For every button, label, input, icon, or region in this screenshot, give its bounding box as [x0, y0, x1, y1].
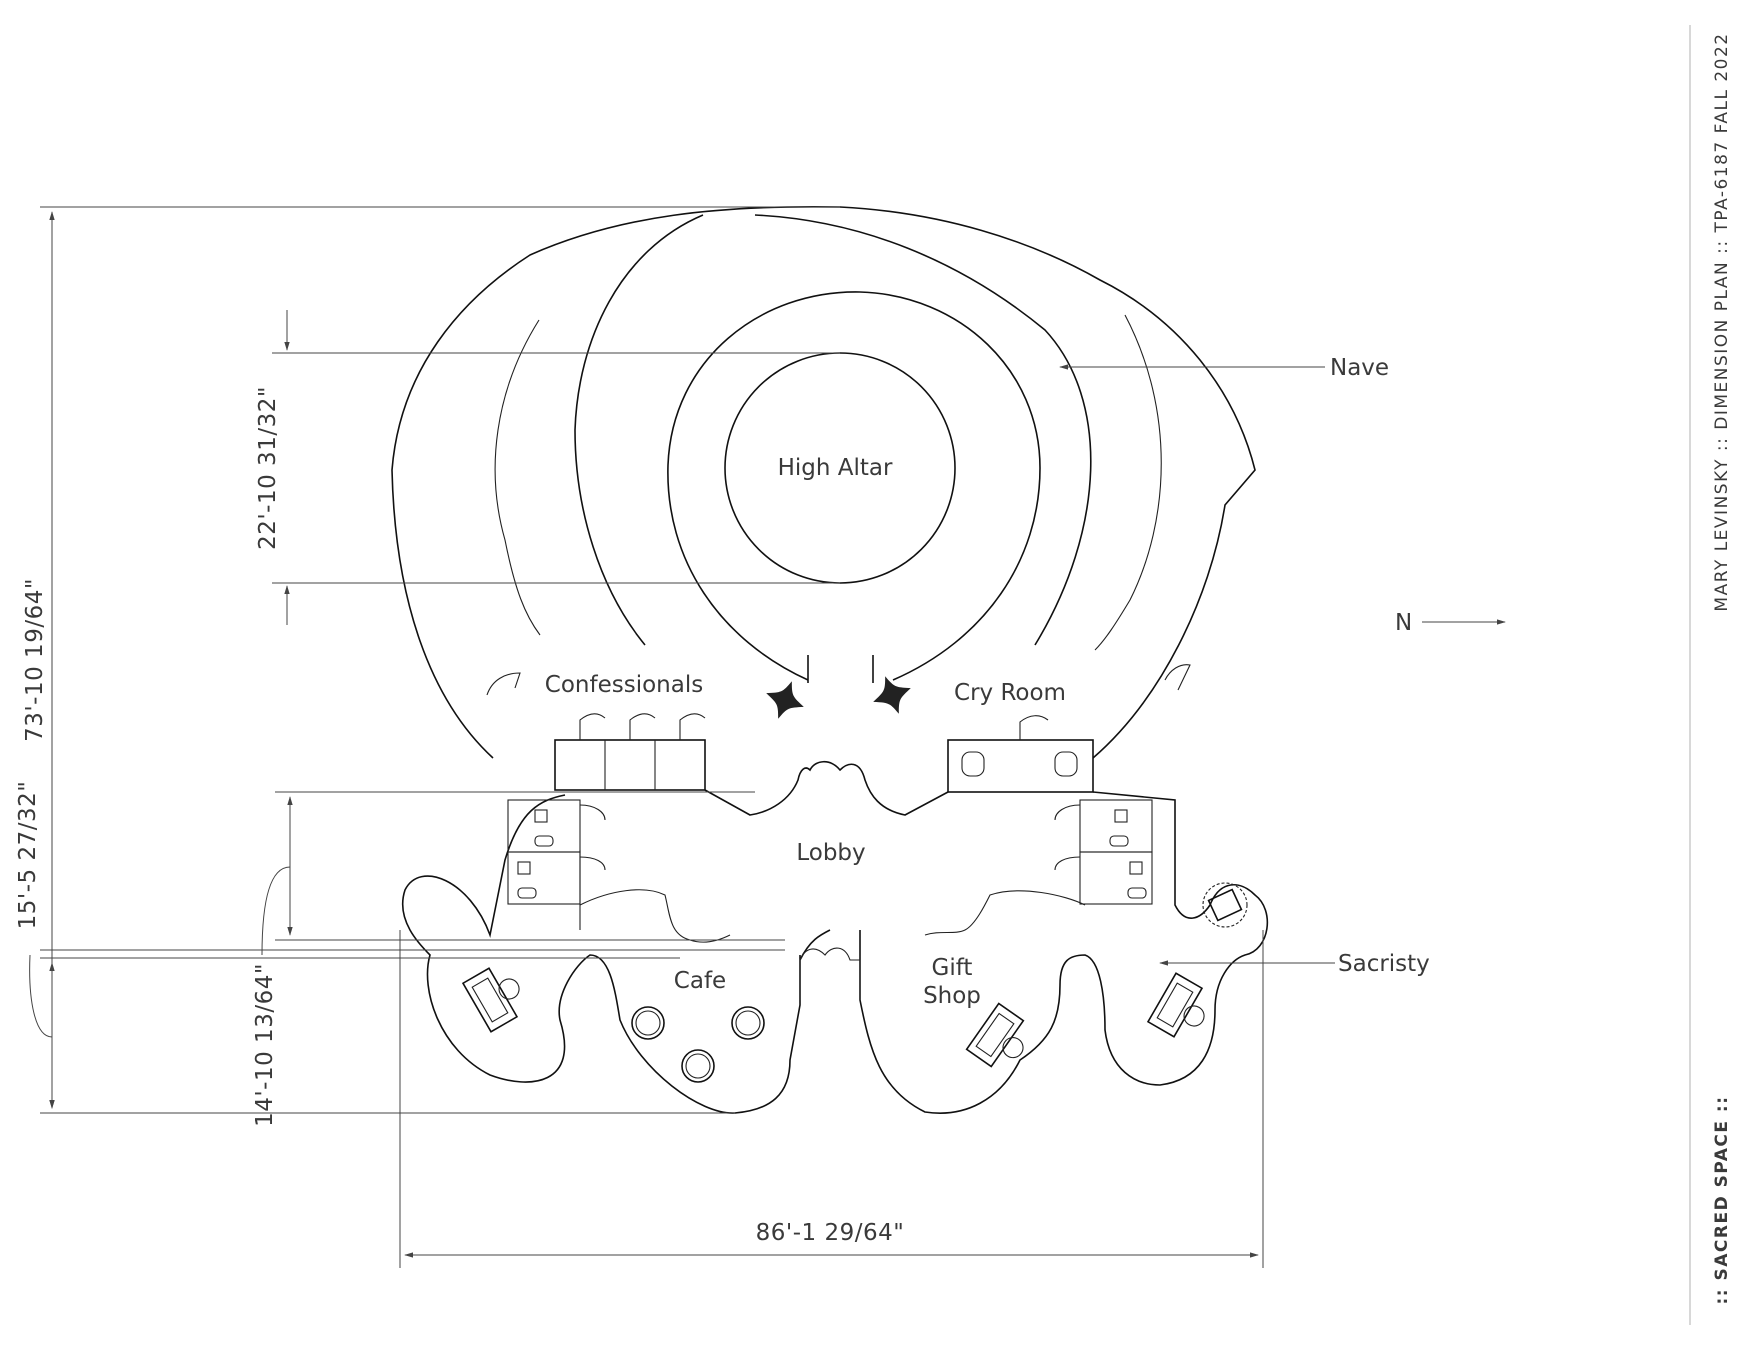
dim-text-overall-height: 73'-10 19/64" [22, 578, 48, 742]
ornament-left [766, 681, 804, 719]
restrooms-right [1054, 799, 1153, 905]
dimension-overall-width [399, 930, 1264, 1268]
cafe-tables [631, 1006, 765, 1083]
nave-side-door-right [1164, 664, 1191, 691]
nave-aisle-arc-right-outer [1094, 314, 1162, 651]
dimension-lobby-depth [261, 791, 785, 956]
label-nave: Nave [1330, 355, 1389, 381]
title-block-project: :: SACRED SPACE :: [1712, 1095, 1732, 1304]
title-block-info: MARY LEVINSKY :: DIMENSION PLAN :: TPA-6… [1712, 32, 1732, 611]
dimension-altar-diameter [272, 310, 840, 625]
nave-inner-ring [667, 291, 1041, 681]
nave-outer-wall [391, 205, 1256, 759]
label-north: N [1395, 610, 1412, 636]
label-sacristy: Sacristy [1338, 951, 1430, 977]
dim-text-lobby-depth: 15'-5 27/32" [15, 781, 41, 930]
nave-aisle-arc-right [754, 214, 1092, 646]
desk-sacristy [1146, 972, 1205, 1038]
dimension-south-wing-depth [29, 949, 785, 1109]
dimension-overall-height [40, 206, 840, 1114]
desk-left-office [461, 967, 520, 1033]
confessionals-block [554, 739, 706, 791]
label-confessionals: Confessionals [545, 672, 703, 698]
label-lobby: Lobby [796, 840, 865, 866]
dim-text-altar-diameter: 22'-10 31/32" [255, 386, 281, 550]
label-high-altar: High Altar [778, 455, 893, 481]
label-cry-room: Cry Room [954, 680, 1066, 706]
label-gift-shop-line2: Shop [923, 983, 981, 1009]
sacristy-vesting-table [1202, 882, 1248, 928]
nave-aisle-arc-left-outer [494, 319, 541, 636]
label-gift-shop-line1: Gift [932, 955, 973, 981]
label-cafe: Cafe [674, 968, 726, 994]
restrooms-left [507, 799, 606, 905]
desk-gift-shop [965, 1002, 1025, 1068]
lobby-wall [704, 760, 949, 816]
ornament-right [873, 676, 911, 714]
cry-room-block [947, 739, 1094, 793]
dim-text-south-wing-depth: 14'-10 13/64" [252, 963, 278, 1127]
nave-side-door-left [486, 672, 521, 696]
dim-text-overall-width: 86'-1 29/64" [756, 1220, 905, 1246]
nave-aisle-arc-left [574, 214, 704, 646]
